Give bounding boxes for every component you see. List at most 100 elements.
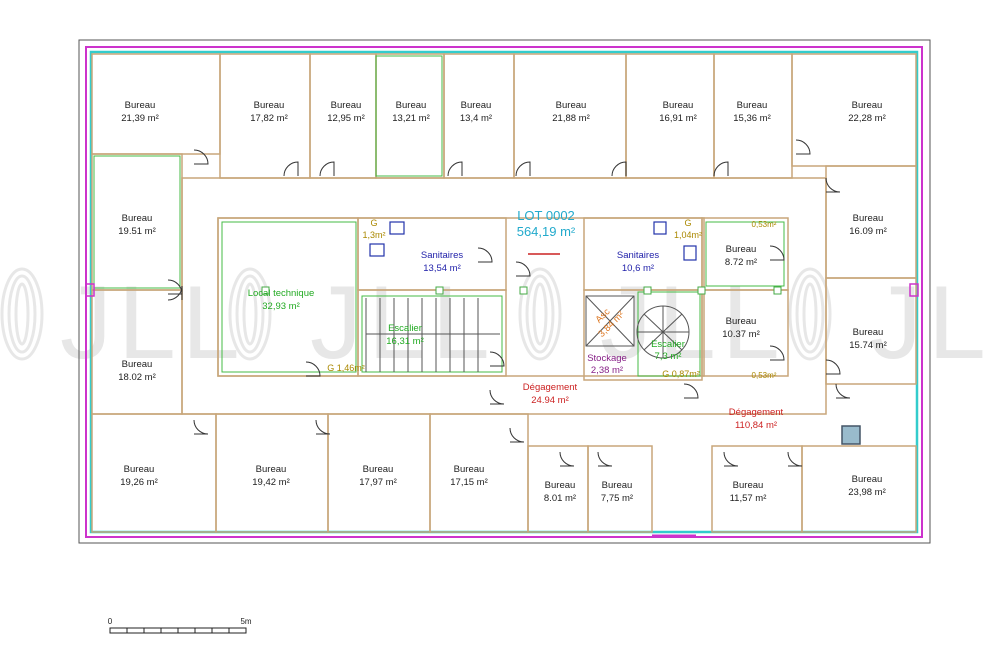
room-label: Bureau 15.74 m² bbox=[849, 327, 887, 351]
room-area: 11,57 m² bbox=[730, 493, 767, 504]
room-name: Bureau bbox=[124, 464, 155, 475]
room-label: Bureau 19,26 m² bbox=[120, 464, 158, 488]
lot-name: LOT 0002 bbox=[517, 208, 575, 223]
room-area: 7,3 m² bbox=[655, 351, 682, 362]
room-label: Bureau 10.37 m² bbox=[722, 316, 760, 340]
small-label: 1,3m² bbox=[362, 230, 385, 240]
room-area: 10.37 m² bbox=[722, 329, 760, 340]
small-label: G 0,87m² bbox=[662, 369, 700, 379]
room-area: 10,6 m² bbox=[622, 263, 654, 274]
room-name: Bureau bbox=[853, 327, 884, 338]
room-name: Sanitaires bbox=[617, 250, 659, 261]
room-area: 13,21 m² bbox=[392, 113, 430, 124]
room-area: 24.94 m² bbox=[531, 395, 569, 406]
room-area: 16.09 m² bbox=[849, 226, 887, 237]
room-name: Stockage bbox=[587, 353, 627, 364]
small-label: 0,53m² bbox=[752, 220, 777, 229]
watermark-text: JLL bbox=[310, 265, 496, 381]
room-name: Bureau bbox=[461, 100, 492, 111]
room-name: Bureau bbox=[737, 100, 768, 111]
room-area: 17,97 m² bbox=[359, 477, 397, 488]
room-area: 16,91 m² bbox=[659, 113, 697, 124]
room-label: Bureau 17,97 m² bbox=[359, 464, 397, 488]
room-area: 19.51 m² bbox=[118, 226, 156, 237]
small-label: G bbox=[684, 218, 691, 228]
room-area: 22,28 m² bbox=[848, 113, 886, 124]
room-name: Bureau bbox=[454, 464, 485, 475]
room-area: 13,54 m² bbox=[423, 263, 461, 274]
room-name: Bureau bbox=[852, 474, 883, 485]
stair-left bbox=[365, 298, 500, 372]
room-name: Escalier bbox=[651, 339, 685, 350]
structural-column bbox=[841, 425, 861, 445]
room-label: Bureau 8.01 m² bbox=[544, 480, 576, 504]
room-area: 8.01 m² bbox=[544, 493, 576, 504]
room-label: Bureau 8.72 m² bbox=[725, 244, 757, 268]
room-area: 2,38 m² bbox=[591, 365, 623, 376]
room-name: Bureau bbox=[602, 480, 633, 491]
room-area: 7,75 m² bbox=[601, 493, 633, 504]
room-area: 21,39 m² bbox=[121, 113, 159, 124]
stair-spiral bbox=[636, 305, 690, 359]
room-area: 15,36 m² bbox=[733, 113, 771, 124]
door-swings bbox=[167, 139, 851, 467]
watermark-text: JLL bbox=[870, 265, 983, 381]
room-area: 15.74 m² bbox=[849, 340, 887, 351]
room-name: Bureau bbox=[726, 244, 757, 255]
room-name: Bureau bbox=[853, 213, 884, 224]
room-label: Bureau 21,88 m² bbox=[552, 100, 590, 124]
room-area: 19,26 m² bbox=[120, 477, 158, 488]
room-label: Bureau 16.09 m² bbox=[849, 213, 887, 237]
room-area: 19,42 m² bbox=[252, 477, 290, 488]
room-name: Bureau bbox=[852, 100, 883, 111]
elevator-shaft bbox=[585, 295, 635, 347]
scale-start-label: 0 bbox=[108, 617, 113, 626]
green-zones bbox=[93, 55, 785, 377]
room-area: 21,88 m² bbox=[552, 113, 590, 124]
scale-bar: 0 5m bbox=[108, 617, 252, 634]
room-name: Bureau bbox=[363, 464, 394, 475]
room-name: Bureau bbox=[733, 480, 764, 491]
room-area: 17,15 m² bbox=[450, 477, 488, 488]
room-label: Local technique 32,93 m² bbox=[248, 288, 315, 312]
room-area: 12,95 m² bbox=[327, 113, 365, 124]
small-label: G 1,46m² bbox=[327, 363, 365, 373]
scale-end-label: 5m bbox=[240, 617, 251, 626]
room-label: Bureau 11,57 m² bbox=[730, 480, 767, 504]
room-name: Escalier bbox=[388, 323, 422, 334]
lot-area: 564,19 m² bbox=[517, 224, 576, 239]
small-label: 0,53m² bbox=[752, 371, 777, 380]
room-name: Bureau bbox=[396, 100, 427, 111]
room-area: 16,31 m² bbox=[386, 336, 424, 347]
watermark-text: JLL bbox=[600, 265, 786, 381]
walls bbox=[91, 53, 917, 533]
room-label: Bureau 15,36 m² bbox=[733, 100, 771, 124]
plan-frame bbox=[78, 39, 931, 544]
small-label: 1,04m² bbox=[674, 230, 702, 240]
room-label: Sanitaires 10,6 m² bbox=[617, 250, 659, 274]
room-name: Bureau bbox=[545, 480, 576, 491]
lot-title: LOT 0002 564,19 m² bbox=[517, 208, 576, 239]
room-name: Bureau bbox=[726, 316, 757, 327]
room-name: Local technique bbox=[248, 288, 315, 299]
room-name: Bureau bbox=[254, 100, 285, 111]
room-area: 32,93 m² bbox=[262, 301, 300, 312]
room-area: 18.02 m² bbox=[118, 372, 156, 383]
room-area: 8.72 m² bbox=[725, 257, 757, 268]
wall-markers bbox=[261, 286, 782, 295]
room-name: Bureau bbox=[556, 100, 587, 111]
